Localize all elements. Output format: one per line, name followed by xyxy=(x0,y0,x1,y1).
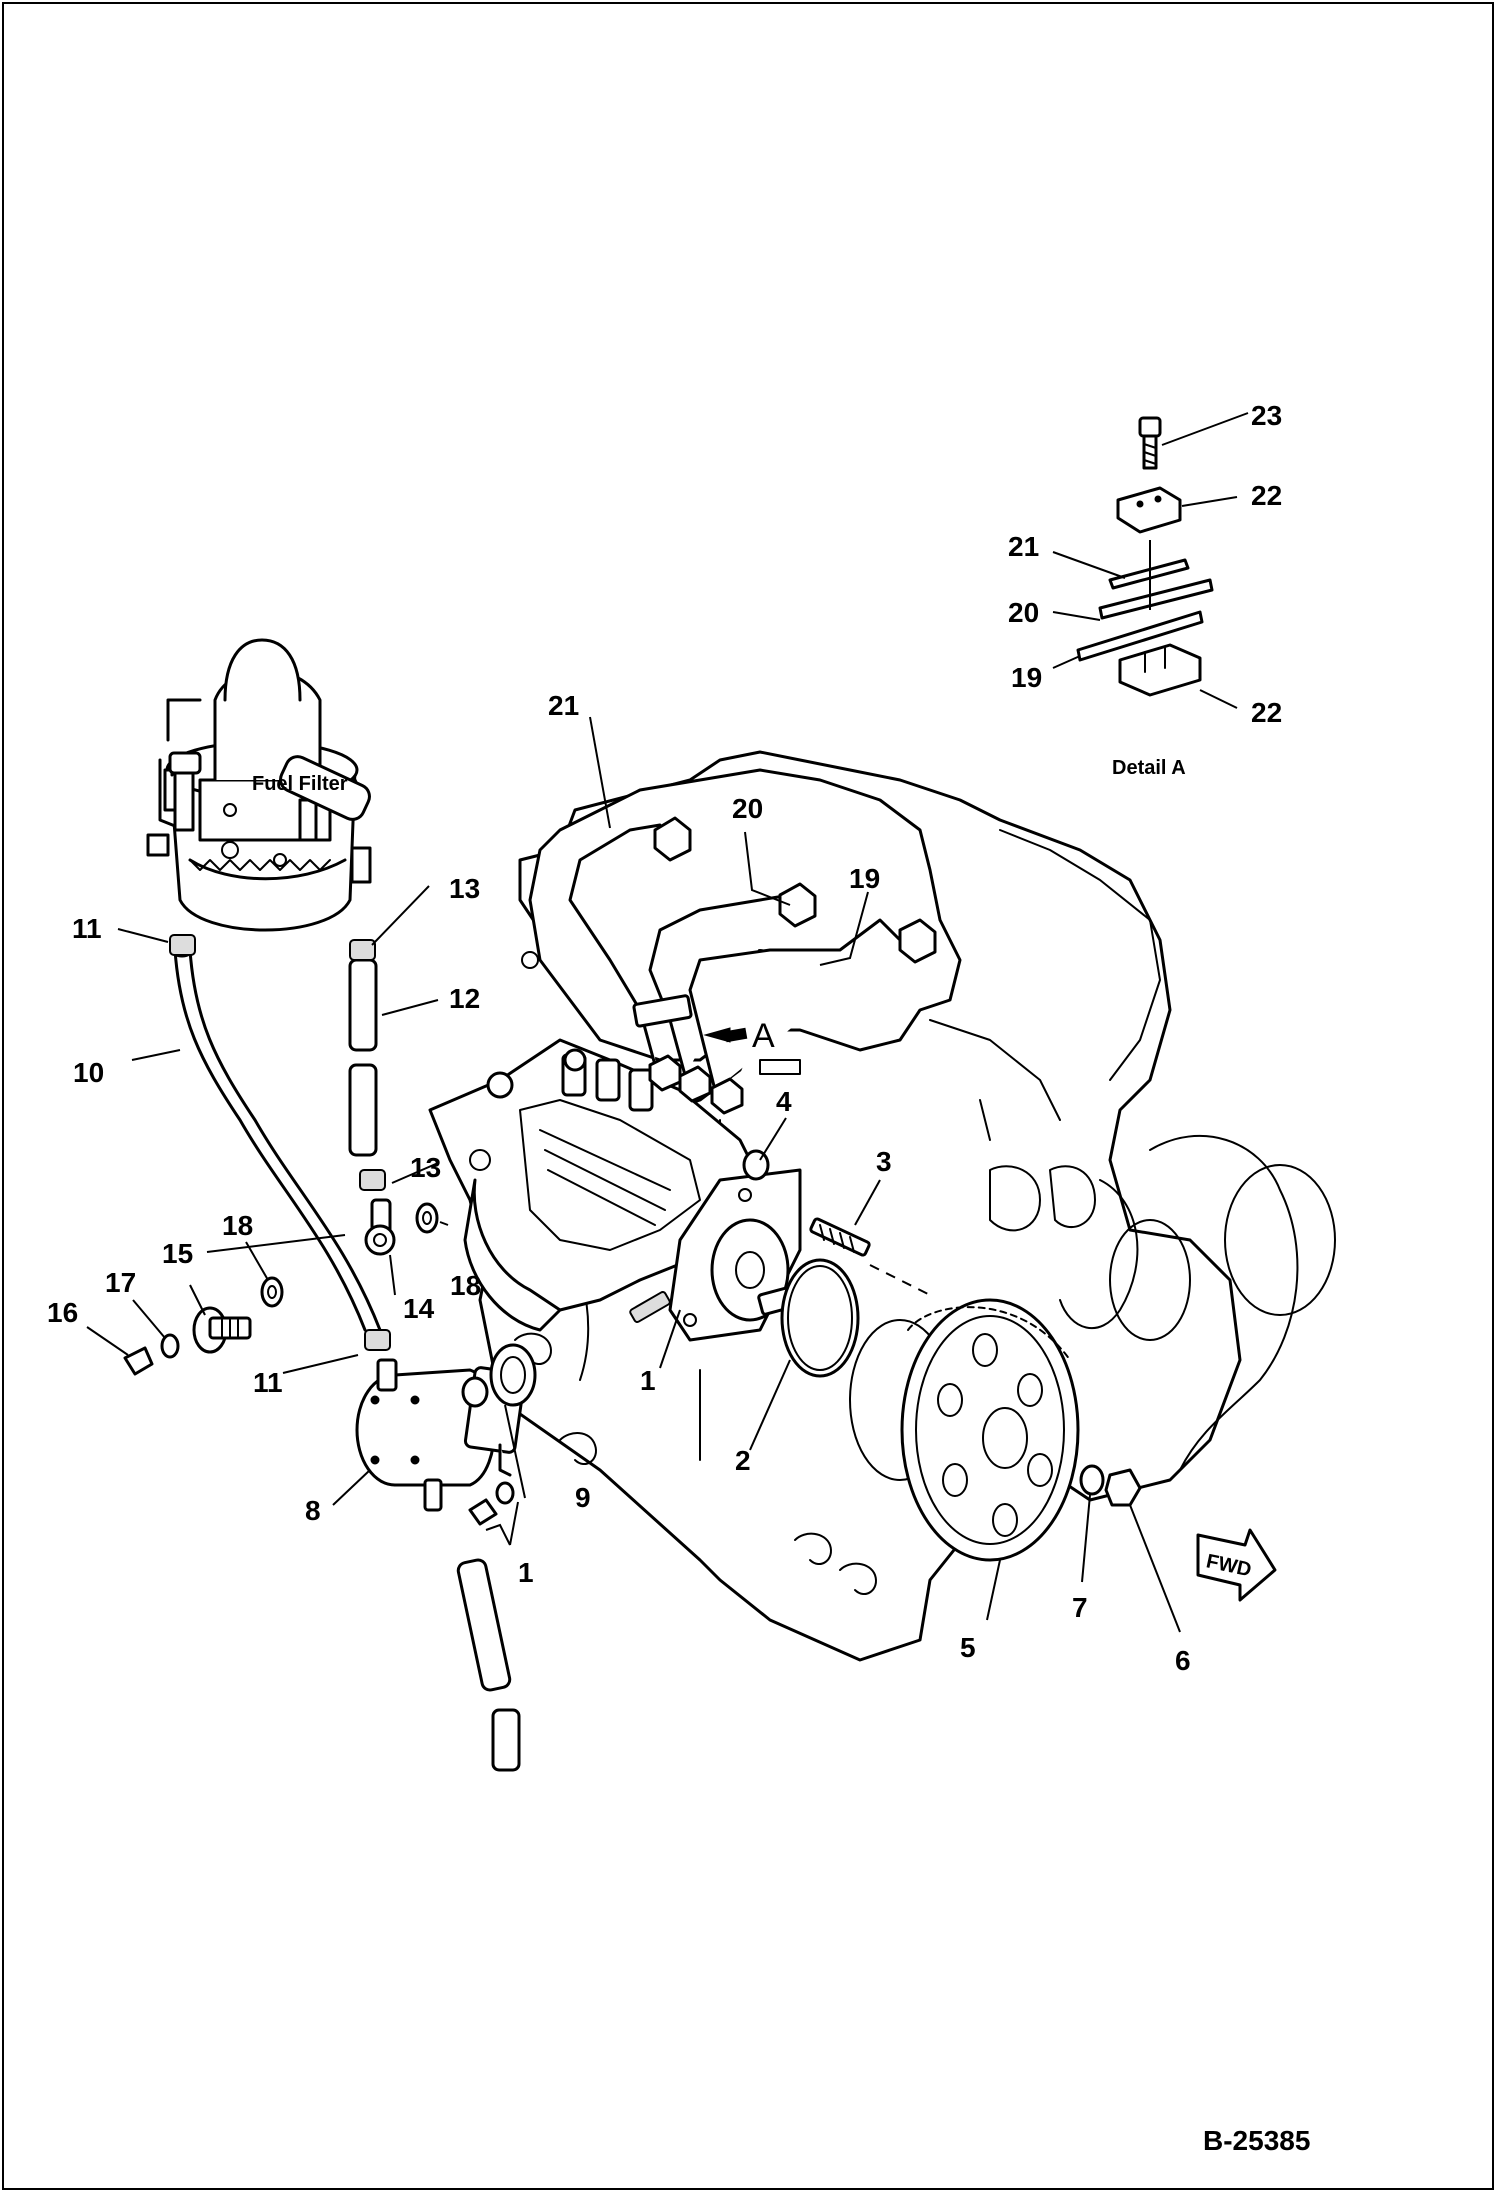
callout-labels: 21 20 19 4 3 1 2 5 7 6 8 9 1 10 11 11 13… xyxy=(47,400,1282,1676)
callout-9: 9 xyxy=(575,1482,591,1513)
injection-pipes: A xyxy=(568,816,937,1115)
fuel-filter: Fuel Filter xyxy=(146,638,372,932)
drawing-number: B-25385 xyxy=(1203,2125,1310,2156)
injection-pump xyxy=(428,1038,803,1342)
o-ring-inner xyxy=(787,1265,853,1371)
detail-caption: Detail A xyxy=(1112,757,1186,779)
fwd-arrow: FWD xyxy=(1196,1528,1277,1602)
o-ring xyxy=(780,1258,860,1378)
callout-17: 17 xyxy=(105,1267,136,1298)
detail-callout-19: 19 xyxy=(1011,662,1042,693)
callout-18-right: 18 xyxy=(450,1270,481,1301)
callout-21: 21 xyxy=(548,690,579,721)
pump-drive-gear xyxy=(900,1298,1080,1562)
callout-15: 15 xyxy=(162,1238,193,1269)
callout-16: 16 xyxy=(47,1297,78,1328)
callout-19: 19 xyxy=(849,863,880,894)
leader-lines xyxy=(86,412,1249,1633)
gasket xyxy=(489,1343,537,1407)
stud xyxy=(809,1217,931,1296)
detail-a: Detail A xyxy=(1076,416,1214,779)
callout-20: 20 xyxy=(732,793,763,824)
callout-12: 12 xyxy=(449,983,480,1014)
callout-13-top: 13 xyxy=(449,873,480,904)
detail-callout-23: 23 xyxy=(1251,400,1282,431)
gasket-inner xyxy=(500,1356,526,1394)
washer-4 xyxy=(742,1149,770,1181)
callout-14: 14 xyxy=(403,1293,435,1324)
detail-callout-22-bottom: 22 xyxy=(1251,697,1282,728)
washer-7 xyxy=(1079,1464,1105,1496)
callout-5: 5 xyxy=(960,1632,976,1663)
callout-8: 8 xyxy=(305,1495,321,1526)
callout-3: 3 xyxy=(876,1146,892,1177)
fuel-filter-label: Fuel Filter xyxy=(252,773,348,795)
callout-18-left: 18 xyxy=(222,1210,253,1241)
detail-callout-22-top: 22 xyxy=(1251,480,1282,511)
callout-11-bottom: 11 xyxy=(253,1367,283,1398)
callout-2: 2 xyxy=(735,1445,751,1476)
callout-13-mid: 13 xyxy=(410,1152,441,1183)
fuel-hoses xyxy=(123,934,521,1772)
callout-4: 4 xyxy=(776,1086,792,1117)
detail-callout-21: 21 xyxy=(1008,531,1039,562)
callout-7: 7 xyxy=(1072,1592,1088,1623)
detail-callout-20: 20 xyxy=(1008,597,1039,628)
callout-11-top: 11 xyxy=(72,913,102,944)
view-arrow-letter: A xyxy=(752,1017,775,1055)
callout-1-nut: 1 xyxy=(518,1557,534,1588)
callout-6: 6 xyxy=(1175,1645,1191,1676)
callout-10: 10 xyxy=(73,1057,104,1088)
callout-1-pump: 1 xyxy=(640,1365,656,1396)
